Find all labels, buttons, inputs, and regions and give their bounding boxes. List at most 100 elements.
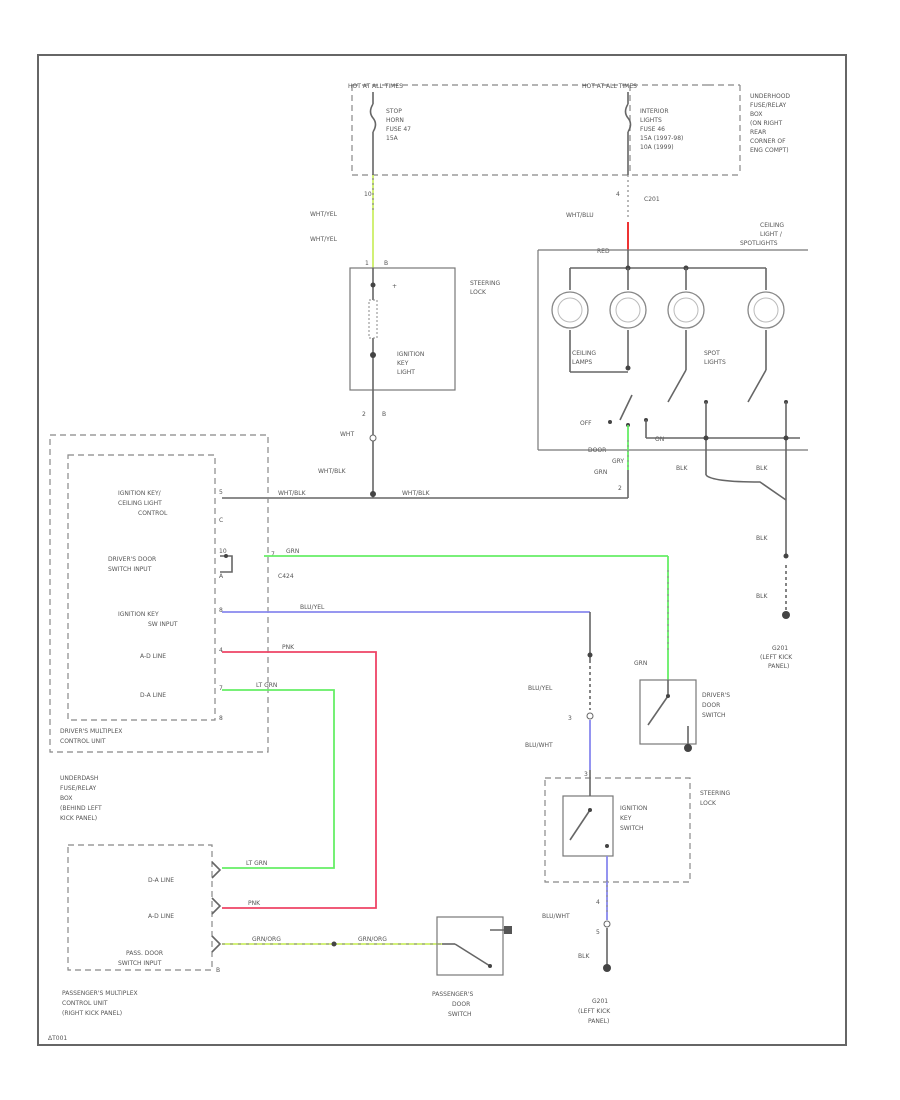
grn-org-wire: GRN/ORG GRN/ORG — [222, 936, 442, 947]
cl-title-l3: SPOTLIGHTS — [740, 240, 778, 247]
pmu-da-line: D-A LINE — [148, 877, 174, 884]
wht-blu-wire: WHT/BLU RED — [566, 175, 629, 255]
dmu-da-line: D-A LINE — [140, 692, 166, 699]
blu-yel-wire: BLU/YEL BLU/YEL 3 BLU/WHT — [222, 604, 594, 770]
sl2-l2: LOCK — [700, 800, 717, 807]
dds-l1: DRIVER'S — [702, 692, 730, 699]
wire-blk-4: BLK — [756, 593, 768, 600]
uh-loc-l5: REAR — [750, 129, 766, 136]
cl-title-l1: CEILING — [760, 222, 784, 229]
dmu-pin-c: C — [219, 517, 223, 524]
passengers-multiplex-unit: D-A LINE A-D LINE PASS. DOOR SWITCH INPU… — [62, 844, 222, 1017]
dmu-dds-l1: DRIVER'S DOOR — [108, 556, 156, 563]
uh-loc-l7: ENG COMPT) — [750, 147, 789, 154]
dds-l2: DOOR — [702, 702, 720, 709]
sl-title-l1: STEERING — [470, 280, 500, 287]
ikl-l2: KEY — [397, 360, 409, 367]
pmu-name-l1: PASSENGER'S MULTIPLEX — [62, 990, 138, 997]
int-fuse-l4: 15A (1997-98) — [640, 135, 683, 142]
c201-label: C201 — [644, 196, 660, 203]
dmu-pin-5: 5 — [219, 489, 223, 496]
passengers-door-switch: PASSENGER'S DOOR SWITCH — [432, 916, 512, 1018]
pmu-name-l3: (RIGHT KICK PANEL) — [62, 1010, 122, 1017]
iks-l1: IGNITION — [620, 805, 647, 812]
stop-fuse-l4: 15A — [386, 135, 399, 142]
cl-on-label: ON — [655, 436, 664, 443]
dmu-iks-l2: SW INPUT — [148, 621, 178, 628]
g201-top-l3: PANEL) — [768, 663, 789, 670]
steering-lock-bottom: 3 IGNITION KEY SWITCH STEERING LOCK 4 5 … — [542, 770, 730, 1025]
dmu-pin-8b: 8 — [219, 715, 223, 722]
pds-l3: SWITCH — [448, 1011, 472, 1018]
dmu-igc-l2: CEILING LIGHT — [118, 500, 162, 507]
uh-loc-l2: FUSE/RELAY — [750, 102, 787, 109]
dmu-pin-10: 10 — [219, 548, 227, 555]
wire-blk-1: BLK — [676, 465, 688, 472]
dmu-name-l2: CONTROL UNIT — [60, 738, 106, 745]
pin-4-label: 4 — [616, 191, 620, 198]
ceiling-lamp-2 — [609, 268, 647, 368]
wire-blu-wht-2: BLU/WHT — [542, 913, 570, 920]
iks-l3: SWITCH — [620, 825, 644, 832]
cl-off-label: OFF — [580, 420, 592, 427]
sl-pin-1: 1 — [365, 260, 369, 267]
stop-fuse-l2: HORN — [386, 117, 404, 124]
wire-wht: WHT — [340, 431, 354, 438]
wire-wht-blu: WHT/BLU — [566, 212, 594, 219]
grn-drivers-door-wire: GRN — [264, 548, 669, 680]
int-fuse-l2: LIGHTS — [640, 117, 662, 124]
stop-fuse-l1: STOP — [386, 108, 402, 115]
dmu-igc-l3: CONTROL — [138, 510, 168, 517]
ikl-l1: IGNITION — [397, 351, 424, 358]
ud-l2: FUSE/RELAY — [60, 785, 97, 792]
sw-pin-3: 3 — [584, 771, 588, 778]
pmu-name-l2: CONTROL UNIT — [62, 1000, 108, 1007]
dmu-name-l1: DRIVER'S MULTIPLEX — [60, 728, 122, 735]
wire-red: RED — [597, 248, 610, 255]
wht-yel-wire: WHT/YEL WHT/YEL — [310, 175, 374, 268]
wire-grn-org-2: GRN/ORG — [358, 936, 387, 943]
uh-loc-l6: CORNER OF — [750, 138, 786, 145]
sw-pin-3-top: 3 — [568, 715, 572, 722]
dmu-c424: C424 — [278, 573, 294, 580]
underhood-fuse-box: HOT AT ALL TIMES HOT AT ALL TIMES STOP H… — [348, 83, 790, 203]
spot-lights-l1: SPOT — [704, 350, 720, 357]
g201-top-l1: G201 — [772, 645, 788, 652]
dmu-pin-8: 8 — [219, 607, 223, 614]
sl-pin-2: 2 — [362, 411, 366, 418]
wire-blk-2: BLK — [756, 465, 768, 472]
int-fuse-l1: INTERIOR — [640, 108, 669, 115]
ud-l5: KICK PANEL) — [60, 815, 97, 822]
dmu-iks-l1: IGNITION KEY — [118, 611, 159, 618]
wire-wht-blk-2: WHT/BLK — [278, 490, 307, 497]
dmu-pin-7b: 7 — [219, 685, 223, 692]
cl-door-label: DOOR — [588, 447, 606, 454]
dmu-pin-4: 4 — [219, 647, 223, 654]
wire-grn-mid: GRN — [286, 548, 299, 555]
diagram-frame — [37, 54, 847, 1046]
sl-title-l2: LOCK — [470, 289, 487, 296]
ud-l4: (BEHIND LEFT — [60, 805, 102, 812]
wht-blk-bus: WHT/BLK WHT/BLK — [222, 490, 628, 499]
wire-blk-3: BLK — [756, 535, 768, 542]
hot-label-right: HOT AT ALL TIMES — [582, 83, 637, 90]
steering-lock-top: 1 B + STEERING LOCK IGNITION KEY LIGHT 2… — [318, 260, 500, 498]
wire-wht-blk-3: WHT/BLK — [402, 490, 431, 497]
wire-grn-switch: GRN — [634, 660, 647, 667]
sl-pin-b: B — [384, 260, 388, 267]
ceiling-lamp-1 — [551, 268, 589, 345]
wire-lt-grn-2: LT GRN — [246, 860, 267, 867]
g201-top-l2: (LEFT KICK — [760, 654, 793, 661]
ikl-l3: LIGHT — [397, 369, 415, 376]
dmu-ad-line: A-D LINE — [140, 653, 166, 660]
int-fuse-l5: 10A (1999) — [640, 144, 674, 151]
sl2-l1: STEERING — [700, 790, 730, 797]
wire-wht-blk-1: WHT/BLK — [318, 468, 347, 475]
ceiling-lamps-l1: CEILING — [572, 350, 596, 357]
spot-lights-l2: LIGHTS — [704, 359, 726, 366]
pds-l2: DOOR — [452, 1001, 470, 1008]
wire-pnk-1: PNK — [282, 644, 295, 651]
underdash-fuse-box: UNDERDASH FUSE/RELAY BOX (BEHIND LEFT KI… — [60, 775, 102, 822]
wire-wht-yel-2: WHT/YEL — [310, 236, 338, 243]
